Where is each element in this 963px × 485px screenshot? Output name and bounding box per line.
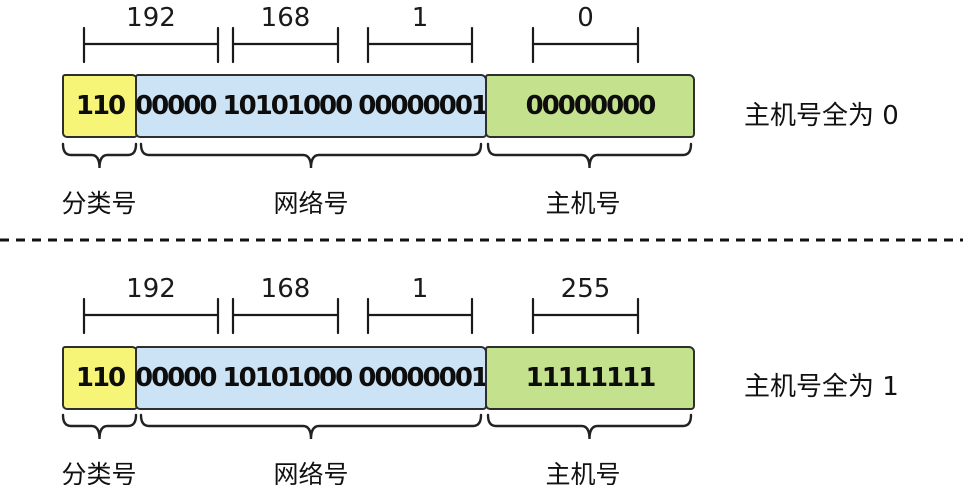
octet-rulers-top [82, 26, 640, 64]
octet-label-1: 1 [411, 3, 429, 33]
host-bits-box: 00000000 [485, 74, 695, 138]
class-part-label: 分类号 [61, 460, 137, 485]
class-bits-box: 110 [62, 74, 138, 138]
octet-label-0: 0 [577, 3, 594, 33]
octet-label-1: 1 [411, 274, 429, 304]
network-bits-text: 00000 10101000 00000001 [135, 91, 489, 121]
class-bits-box: 110 [62, 346, 138, 410]
annotation-host-all-ones: 主机号全为 1 [744, 372, 899, 402]
brace-network-top [139, 142, 483, 169]
host-bits-box: 11111111 [485, 346, 695, 410]
octet-rulers-bottom [82, 297, 640, 335]
octet-label-192: 192 [126, 274, 176, 304]
class-bits-text: 110 [75, 91, 126, 121]
host-part-label: 主机号 [545, 189, 621, 218]
network-bits-text: 00000 10101000 00000001 [135, 363, 489, 393]
class-bits-text: 110 [75, 363, 126, 393]
brace-class-top [61, 142, 138, 169]
host-part-label: 主机号 [545, 460, 621, 485]
host-bits-text: 11111111 [525, 363, 657, 393]
host-bits-text: 00000000 [525, 91, 657, 121]
brace-host-top [486, 142, 693, 169]
annotation-host-all-zeros: 主机号全为 0 [744, 101, 899, 131]
brace-host-bottom [486, 413, 693, 440]
network-bits-box: 00000 10101000 00000001 [135, 346, 489, 410]
brace-network-bottom [139, 413, 483, 440]
octet-label-168: 168 [260, 3, 311, 33]
network-part-label: 网络号 [273, 460, 349, 485]
braces-top [61, 142, 693, 169]
network-part-label: 网络号 [273, 189, 349, 218]
brace-class-bottom [61, 413, 138, 440]
network-bits-box: 00000 10101000 00000001 [135, 74, 489, 138]
octet-label-168: 168 [260, 274, 311, 304]
octet-label-255: 255 [560, 274, 611, 304]
class-part-label: 分类号 [61, 189, 137, 218]
braces-bottom [61, 413, 693, 440]
octet-label-192: 192 [126, 3, 176, 33]
